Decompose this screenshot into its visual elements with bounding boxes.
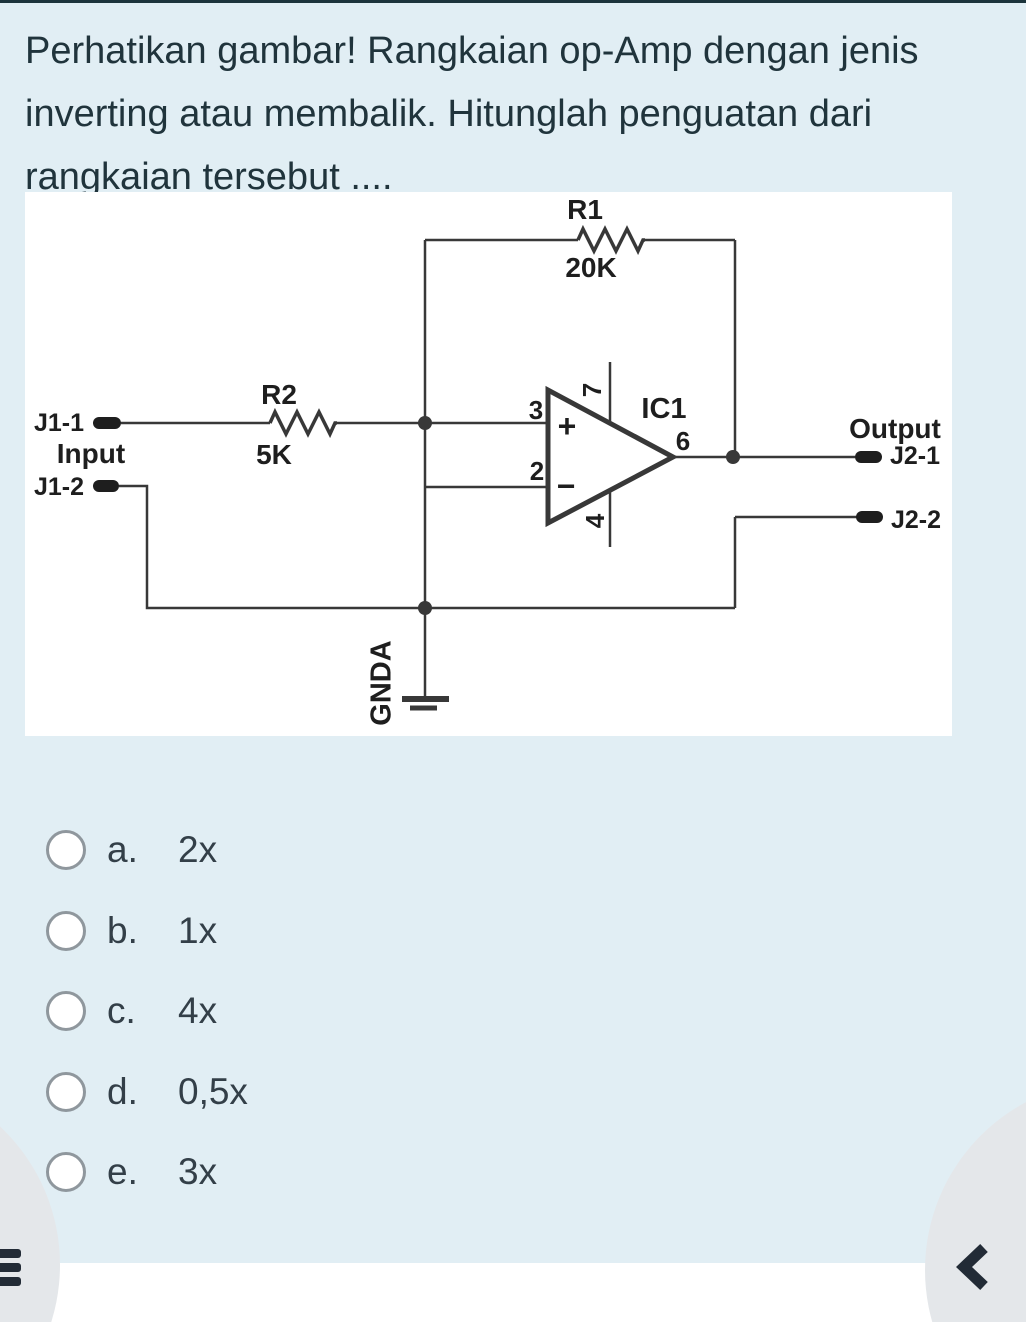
option-letter: b. xyxy=(107,910,138,951)
option-letter: d. xyxy=(107,1071,138,1112)
r1-value: 20K xyxy=(565,252,616,283)
output-label: Output xyxy=(849,413,941,444)
junction-dot xyxy=(418,416,432,430)
hamburger-bar xyxy=(0,1263,21,1272)
circuit-diagram: R1 20K R2 5K J1-1 Input J1-2 3 2 + − 7 4… xyxy=(25,192,952,736)
option-letter: c. xyxy=(107,990,136,1031)
pin2-label: 2 xyxy=(530,456,544,486)
radio-button-a[interactable] xyxy=(46,830,86,870)
radio-button-e[interactable] xyxy=(46,1152,86,1192)
resistor-r1 xyxy=(576,224,645,256)
j2-1-label: J2-1 xyxy=(890,442,940,470)
r1-label: R1 xyxy=(567,194,603,225)
minus-sign: − xyxy=(557,468,576,504)
wires xyxy=(119,238,858,698)
j1-1-label: J1-1 xyxy=(34,409,84,437)
option-value: 2x xyxy=(178,829,218,870)
option-d[interactable]: d. 0,5x xyxy=(46,1070,546,1114)
option-letter: e. xyxy=(107,1151,138,1192)
option-c[interactable]: c. 4x xyxy=(46,989,546,1033)
option-letter: a. xyxy=(107,829,138,870)
j2-2-label: J2-2 xyxy=(891,506,941,534)
terminal-pin-j2-1 xyxy=(855,451,882,463)
question-line: inverting atau membalik. Hitunglah pengu… xyxy=(25,93,873,135)
question-line: Perhatikan gambar! Rangkaian op-Amp deng… xyxy=(25,30,919,72)
r2-label: R2 xyxy=(261,379,297,410)
ic1-label: IC1 xyxy=(641,393,686,425)
opamp-schematic: R1 20K R2 5K J1-1 Input J1-2 3 2 + − 7 4… xyxy=(34,194,941,726)
pin4-label: 4 xyxy=(580,513,610,528)
opamp-triangle xyxy=(545,385,679,528)
option-value: 0,5x xyxy=(178,1071,248,1112)
question-text: Perhatikan gambar! Rangkaian op-Amp deng… xyxy=(25,20,1000,209)
gnda-label: GNDA xyxy=(366,640,398,725)
radio-button-d[interactable] xyxy=(46,1072,86,1112)
pin7-label: 7 xyxy=(577,383,607,397)
hamburger-bar xyxy=(0,1249,21,1258)
question-line: rangkaian tersebut .... xyxy=(25,156,393,198)
radio-button-b[interactable] xyxy=(46,911,86,951)
option-b[interactable]: b. 1x xyxy=(46,909,546,953)
option-value: 4x xyxy=(178,990,218,1031)
plus-sign: + xyxy=(558,408,577,444)
terminal-pin-j1-2 xyxy=(93,480,119,492)
j1-2-label: J1-2 xyxy=(34,473,84,501)
junction-dot xyxy=(418,601,432,615)
input-label: Input xyxy=(57,438,125,469)
chevron-left-icon[interactable] xyxy=(950,1242,996,1292)
ground-symbol xyxy=(402,696,449,711)
junction-dot xyxy=(726,450,740,464)
hamburger-menu-icon[interactable] xyxy=(0,1249,24,1289)
radio-button-c[interactable] xyxy=(46,991,86,1031)
pin3-label: 3 xyxy=(529,395,543,425)
option-value: 3x xyxy=(178,1151,218,1192)
hamburger-bar xyxy=(0,1277,21,1286)
terminal-pin-j2-2 xyxy=(856,511,883,523)
option-a[interactable]: a. 2x xyxy=(46,828,546,872)
resistor-r2 xyxy=(268,407,337,439)
pin6-label: 6 xyxy=(676,426,690,456)
r2-value: 5K xyxy=(256,439,292,470)
top-border xyxy=(0,0,1026,3)
option-e[interactable]: e. 3x xyxy=(46,1150,546,1194)
terminal-pin-j1-1 xyxy=(93,417,121,429)
option-value: 1x xyxy=(178,910,218,951)
